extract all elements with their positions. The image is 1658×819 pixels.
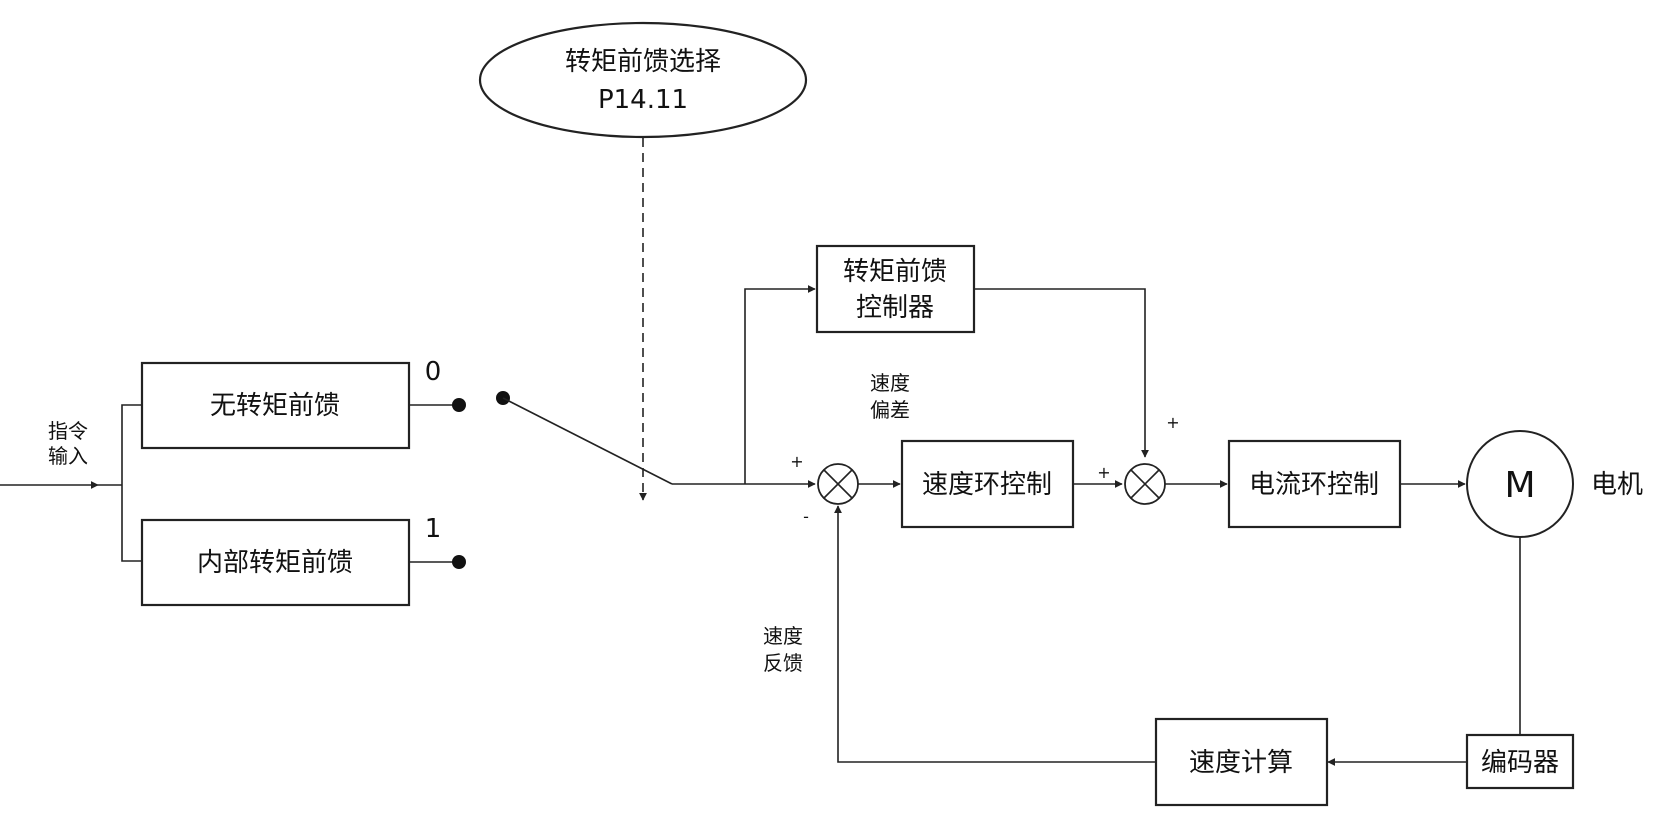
input-label-line1: 指令 [48, 419, 88, 443]
speed-calculation: 速度计算 [1154, 717, 1329, 807]
current-loop-label: 电流环控制 [1249, 470, 1379, 500]
feedforward-controller-line2: 控制器 [856, 293, 934, 323]
speed-loop-control: 速度环控制 [900, 439, 1075, 529]
speed-loop-label: 速度环控制 [922, 470, 1052, 500]
sum1-cross-b [823, 469, 853, 499]
selector-param: P14.11 [598, 85, 688, 115]
input-branch [121, 404, 142, 562]
torque-feedforward-select-node: 转矩前馈选择 P14.11 [478, 21, 808, 139]
feedforward-output-wire [974, 288, 1149, 458]
speed-calc-block [1154, 717, 1329, 807]
feedforward-controller: 转矩前馈 控制器 [815, 244, 976, 334]
option-1-contact [452, 555, 466, 569]
sum2-plus-left: + [1097, 463, 1110, 482]
speed-feedback-line1: 速度 [763, 624, 803, 648]
summing-junction-torque [1124, 463, 1166, 505]
motor-label: 电机 [1591, 470, 1643, 500]
input-label-line2: 输入 [48, 444, 88, 468]
feedforward-controller-line1: 转矩前馈 [843, 257, 947, 287]
option-1-block [140, 518, 411, 607]
option-0-contact [452, 398, 466, 412]
option-no-feedforward: 无转矩前馈 0 [140, 357, 466, 450]
encoder: 编码器 [1465, 733, 1575, 790]
current-loop-control: 电流环控制 [1227, 439, 1402, 529]
summing-junction-speed [817, 463, 859, 505]
sum2-plus-top: + [1166, 413, 1179, 432]
speed-feedback-wire [834, 505, 1156, 763]
sum2-cross-b [1130, 469, 1160, 499]
speed-feedback-line2: 反馈 [763, 651, 803, 675]
option-1-label: 内部转矩前馈 [197, 548, 353, 578]
speed-error-line1: 速度 [870, 371, 910, 395]
feedforward-controller-block [815, 244, 976, 334]
current-loop-block [1227, 439, 1402, 529]
speed-calc-label: 速度计算 [1189, 748, 1293, 778]
speed-error-line2: 偏差 [870, 398, 910, 422]
switch-arm [502, 397, 673, 485]
option-internal-feedforward: 内部转矩前馈 1 [140, 514, 466, 607]
option-1-index: 1 [425, 514, 442, 544]
feedforward-branch-wire [744, 285, 816, 484]
sum1-plus-sign: + [790, 452, 803, 471]
option-0-label: 无转矩前馈 [210, 391, 340, 421]
option-0-index: 0 [425, 357, 442, 387]
motor-symbol: M [1504, 465, 1535, 506]
selector-ellipse [478, 21, 808, 139]
selector-title: 转矩前馈选择 [565, 47, 721, 77]
motor: M 电机 [1466, 430, 1643, 538]
encoder-label: 编码器 [1481, 748, 1559, 778]
sum1-minus-sign: - [803, 507, 809, 526]
option-0-block [140, 361, 411, 450]
